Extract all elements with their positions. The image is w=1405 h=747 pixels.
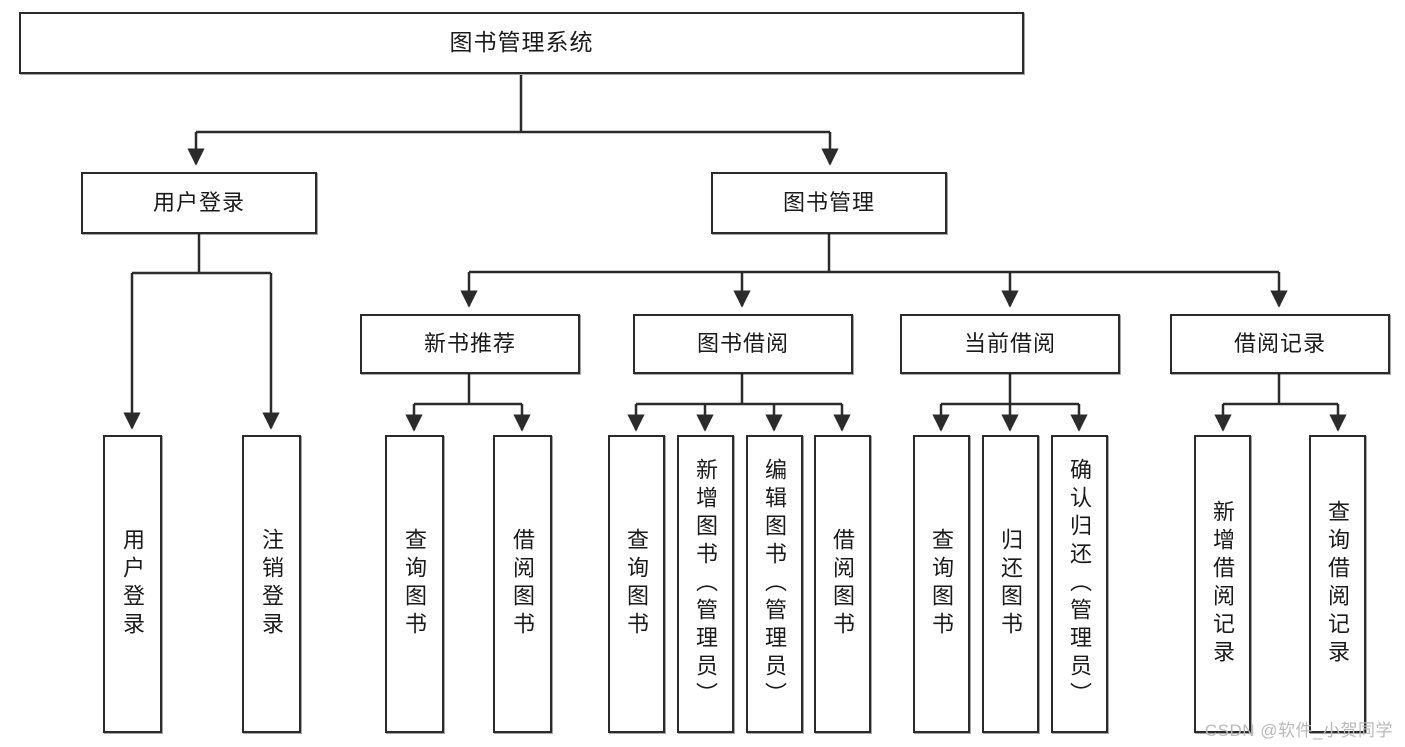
node-leaf-edit-book[interactable]: 编辑图书（管理员） <box>746 435 803 733</box>
node-leaf-borrow-book-2[interactable]: 借阅图书 <box>814 435 871 733</box>
node-book-borrow-label: 图书借阅 <box>696 330 789 356</box>
node-leaf-add-record-label: 新增借阅记录 <box>1210 500 1236 668</box>
node-leaf-user-login[interactable]: 用户登录 <box>103 435 162 733</box>
node-book-manage[interactable]: 图书管理 <box>711 172 947 234</box>
node-user-login-label: 用户登录 <box>152 189 245 215</box>
node-book-manage-label: 图书管理 <box>782 189 875 215</box>
node-leaf-query-book-3[interactable]: 查询图书 <box>913 435 970 733</box>
node-leaf-borrow-book-1[interactable]: 借阅图书 <box>493 435 552 733</box>
node-book-borrow[interactable]: 图书借阅 <box>633 314 853 374</box>
node-leaf-user-login-label: 用户登录 <box>120 528 146 640</box>
node-leaf-borrow-book-2-label: 借阅图书 <box>830 528 856 640</box>
node-current-borrow-label: 当前借阅 <box>963 330 1056 356</box>
node-leaf-query-book-2[interactable]: 查询图书 <box>608 435 665 733</box>
node-leaf-add-book[interactable]: 新增图书（管理员） <box>677 435 734 733</box>
node-new-book-recommend[interactable]: 新书推荐 <box>360 314 580 374</box>
node-leaf-add-book-label: 新增图书（管理员） <box>693 458 719 710</box>
node-root[interactable]: 图书管理系统 <box>19 12 1024 74</box>
node-leaf-logout-login[interactable]: 注销登录 <box>242 435 301 733</box>
node-leaf-query-book-2-label: 查询图书 <box>624 528 650 640</box>
node-borrow-record[interactable]: 借阅记录 <box>1170 314 1390 374</box>
node-leaf-add-record[interactable]: 新增借阅记录 <box>1194 435 1251 733</box>
node-leaf-query-book-1-label: 查询图书 <box>402 528 428 640</box>
node-leaf-query-book-1[interactable]: 查询图书 <box>385 435 444 733</box>
node-root-label: 图书管理系统 <box>449 29 594 56</box>
node-leaf-borrow-book-1-label: 借阅图书 <box>510 528 536 640</box>
node-user-login[interactable]: 用户登录 <box>81 172 317 234</box>
node-leaf-edit-book-label: 编辑图书（管理员） <box>762 458 788 710</box>
node-new-book-recommend-label: 新书推荐 <box>423 330 516 356</box>
node-leaf-query-record-label: 查询借阅记录 <box>1325 500 1351 668</box>
node-leaf-confirm-return-label: 确认归还（管理员） <box>1067 458 1093 710</box>
node-current-borrow[interactable]: 当前借阅 <box>900 314 1120 374</box>
csdn-watermark: CSDN @软件_小贺同学 <box>1204 721 1393 740</box>
node-leaf-confirm-return[interactable]: 确认归还（管理员） <box>1051 435 1108 733</box>
node-leaf-return-book[interactable]: 归还图书 <box>982 435 1039 733</box>
node-borrow-record-label: 借阅记录 <box>1233 330 1326 356</box>
node-leaf-return-book-label: 归还图书 <box>998 528 1024 640</box>
node-leaf-query-book-3-label: 查询图书 <box>929 528 955 640</box>
node-leaf-query-record[interactable]: 查询借阅记录 <box>1309 435 1366 733</box>
node-leaf-logout-login-label: 注销登录 <box>259 528 285 640</box>
